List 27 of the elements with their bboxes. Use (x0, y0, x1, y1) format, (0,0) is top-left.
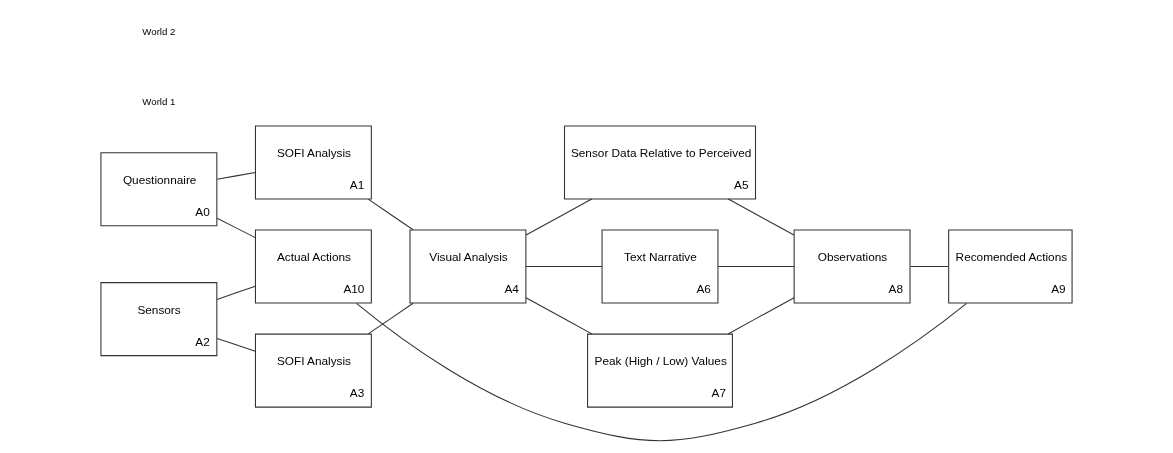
connector (727, 296, 795, 334)
connector (216, 285, 256, 300)
node-box: Peak (High / Low) Values A7 (587, 333, 733, 408)
connector (525, 197, 593, 236)
connector (525, 296, 593, 335)
connector (909, 265, 949, 267)
node-box: SOFI Analysis A3 (254, 333, 372, 408)
node-box: Sensor Data Relative to Perceived A5 (563, 124, 757, 199)
node-box: Text Narrative A6 (601, 229, 719, 304)
node-box: Questionnaire A0 (100, 151, 218, 226)
connector (727, 197, 795, 236)
label: World 2 (142, 25, 176, 37)
connector (367, 302, 414, 334)
connector (355, 302, 968, 441)
node-box: Sensors A2 (100, 281, 218, 356)
node-box: Actual Actions A10 (254, 229, 372, 304)
label: World 1 (142, 95, 176, 107)
connector (216, 337, 256, 352)
connector (367, 198, 414, 230)
node-box: Observations A8 (793, 229, 911, 304)
node-box: Visual Analysis A4 (409, 229, 527, 304)
connector (717, 265, 795, 267)
connector (216, 217, 256, 238)
connector (525, 265, 603, 267)
node-box: SOFI Analysis A1 (254, 124, 372, 199)
node-box: Recomended Actions A9 (948, 229, 1073, 304)
connector (216, 171, 256, 180)
